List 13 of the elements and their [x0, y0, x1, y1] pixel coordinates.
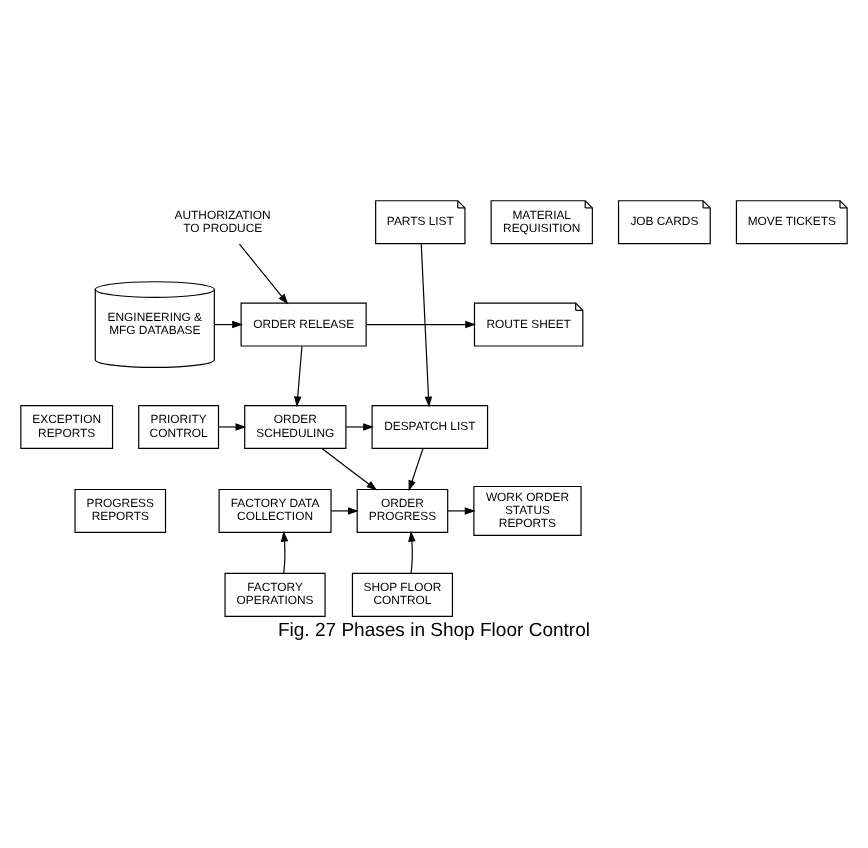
- arrow: [280, 530, 289, 574]
- arrow: [321, 448, 378, 491]
- arrow: [420, 243, 433, 408]
- arrow: [330, 507, 359, 515]
- arrow: [345, 423, 374, 431]
- arrow: [408, 448, 424, 492]
- arrow: [218, 423, 247, 431]
- arrow: [238, 243, 289, 305]
- arrow: [365, 320, 476, 329]
- arrow: [294, 345, 303, 408]
- caption: Fig. 27 Phases in Shop Floor Control: [277, 620, 591, 643]
- arrow: [447, 507, 476, 515]
- arrow: [408, 530, 416, 574]
